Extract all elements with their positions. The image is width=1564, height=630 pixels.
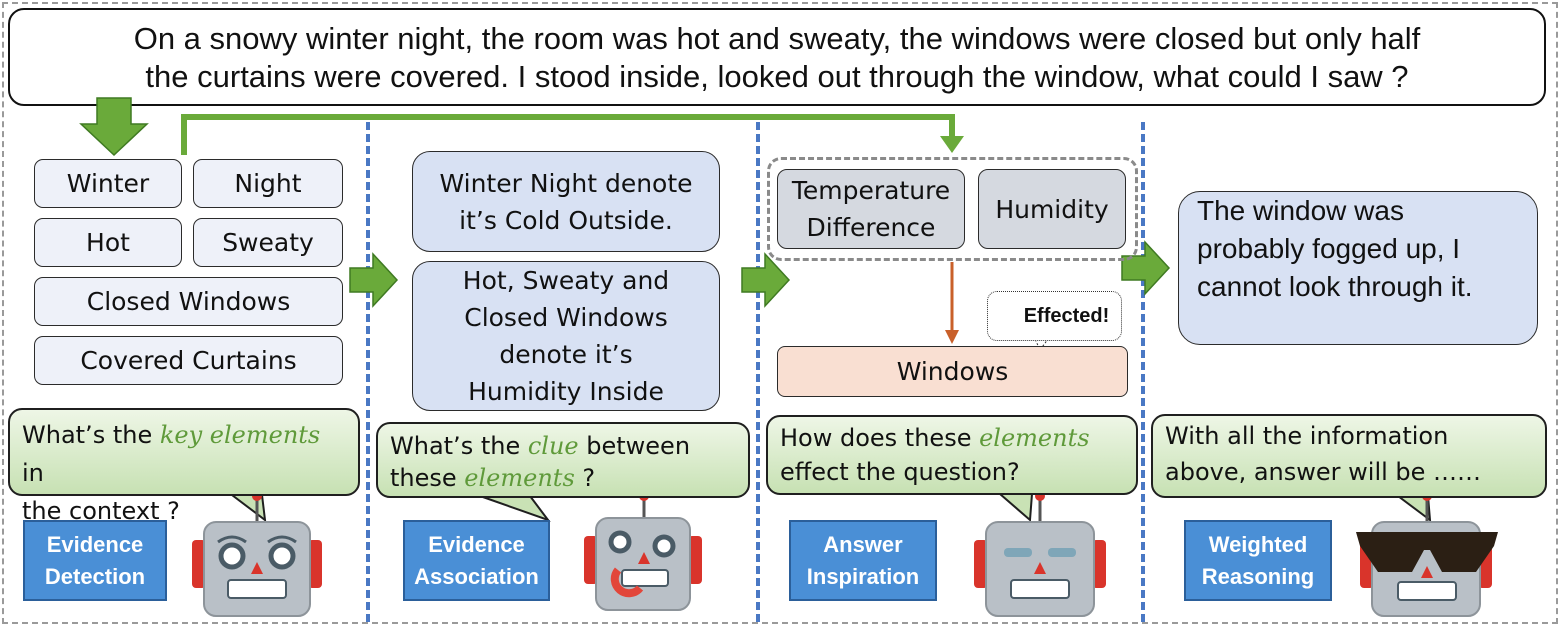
bubble-2-text-post-end: ? [574, 464, 596, 492]
stage-3-label-line-2: Inspiration [806, 563, 920, 589]
robot-3-icon [974, 491, 1106, 617]
answer-line-2: probably fogged up, I [1197, 233, 1461, 264]
bubble-1-text-pre: What’s the [22, 421, 160, 449]
bubble-stage-2: What’s the clue between these elements ? [376, 422, 750, 498]
bubble-stage-3: How does these elements effect the quest… [766, 415, 1138, 495]
stage-4-label-line-2: Reasoning [1201, 563, 1315, 589]
question-box: On a snowy winter night, the room was ho… [8, 8, 1546, 106]
stage-label-weighted-reasoning: Weighted Reasoning [1184, 520, 1332, 601]
bubble-3-text-post: effect the question? [780, 458, 1020, 486]
keyword-hot: Hot [34, 218, 182, 267]
effected-callout: Effected! [987, 291, 1122, 341]
answer-line-1: The window was [1197, 195, 1404, 226]
connector-line [181, 114, 955, 155]
stage-label-answer-inspiration: Answer Inspiration [789, 520, 937, 601]
bubble-2-highlight-2: elements [464, 464, 575, 492]
separator-1 [366, 122, 370, 622]
down-arrow [79, 97, 149, 157]
separator-2 [756, 122, 760, 622]
stage-3-label-line-1: Answer [823, 531, 903, 557]
stage-label-evidence-detection: Evidence Detection [23, 520, 167, 601]
factor-humidity: Humidity [978, 169, 1126, 249]
clue-2-line-3: denote it’s [499, 340, 633, 369]
connector-arrowhead [940, 136, 964, 153]
bubble-2-highlight: clue [527, 432, 579, 460]
bubble-1-highlight: key elements [159, 421, 321, 449]
bubble-4-line-2: above, answer will be …… [1165, 458, 1482, 486]
factor-group [767, 157, 1138, 261]
stage-1-label-line-1: Evidence [46, 531, 144, 557]
clue-1-line-2: it’s Cold Outside. [459, 205, 673, 235]
bubble-2-text-mid: between [578, 432, 691, 460]
question-line-1: On a snowy winter night, the room was ho… [133, 21, 1421, 56]
target-windows: Windows [777, 346, 1128, 397]
robot-1-icon [192, 491, 322, 617]
bubble-stage-1: What’s the key elements in the context ? [8, 408, 360, 525]
callout-tail [1034, 338, 1049, 351]
bubble-2-text-post-pre: these [390, 464, 465, 492]
clue-2-line-1: Hot, Sweaty and [462, 266, 670, 295]
effected-label: Effected! [1023, 304, 1110, 327]
stage-4-label-line-1: Weighted [1208, 531, 1308, 557]
bubble-2-text-pre: What’s the [390, 432, 528, 460]
keyword-closed-windows: Closed Windows [34, 277, 343, 326]
robot-2-icon [584, 491, 702, 611]
stage-label-evidence-association: Evidence Association [403, 520, 550, 601]
keyword-night: Night [193, 159, 343, 208]
stage-arrow-2 [741, 252, 791, 308]
question-line-2: the curtains were covered. I stood insid… [145, 59, 1409, 94]
clue-2-line-2: Closed Windows [464, 303, 668, 332]
separator-3 [1141, 122, 1145, 622]
factor-temperature-difference: Temperature Difference [777, 169, 965, 249]
bubble-stage-4: With all the information above, answer w… [1151, 414, 1547, 498]
bubble-1-text-mid: in [22, 459, 44, 487]
clue-1-line-1: Winter Night denote [439, 168, 693, 198]
bubble-tail-2 [479, 495, 551, 523]
robot-4-icon [1356, 491, 1498, 617]
answer-box: The window was probably fogged up, I can… [1178, 191, 1538, 345]
effect-arrow-head [945, 330, 959, 344]
answer-line-3: cannot look through it. [1197, 271, 1473, 302]
bubble-4-line-1: With all the information [1165, 422, 1449, 450]
keyword-covered-curtains: Covered Curtains [34, 336, 343, 385]
stage-2-label-line-1: Evidence [428, 531, 525, 557]
factor-1-line-2: Difference [806, 213, 936, 242]
bubble-3-text-pre: How does these [780, 424, 980, 452]
clue-cold-outside: Winter Night denote it’s Cold Outside. [412, 151, 720, 252]
bubble-3-highlight: elements [979, 424, 1090, 452]
bubble-tail-3 [997, 493, 1034, 523]
stage-2-label-line-2: Association [414, 563, 539, 589]
stage-arrow-1 [349, 252, 399, 308]
clue-humidity-inside: Hot, Sweaty and Closed Windows denote it… [412, 261, 720, 411]
keyword-winter: Winter [34, 159, 182, 208]
keyword-sweaty: Sweaty [193, 218, 343, 267]
factor-1-line-1: Temperature [791, 176, 951, 205]
stage-arrow-3 [1121, 240, 1171, 296]
clue-2-line-4: Humidity Inside [468, 377, 664, 406]
stage-1-label-line-2: Detection [44, 563, 146, 589]
